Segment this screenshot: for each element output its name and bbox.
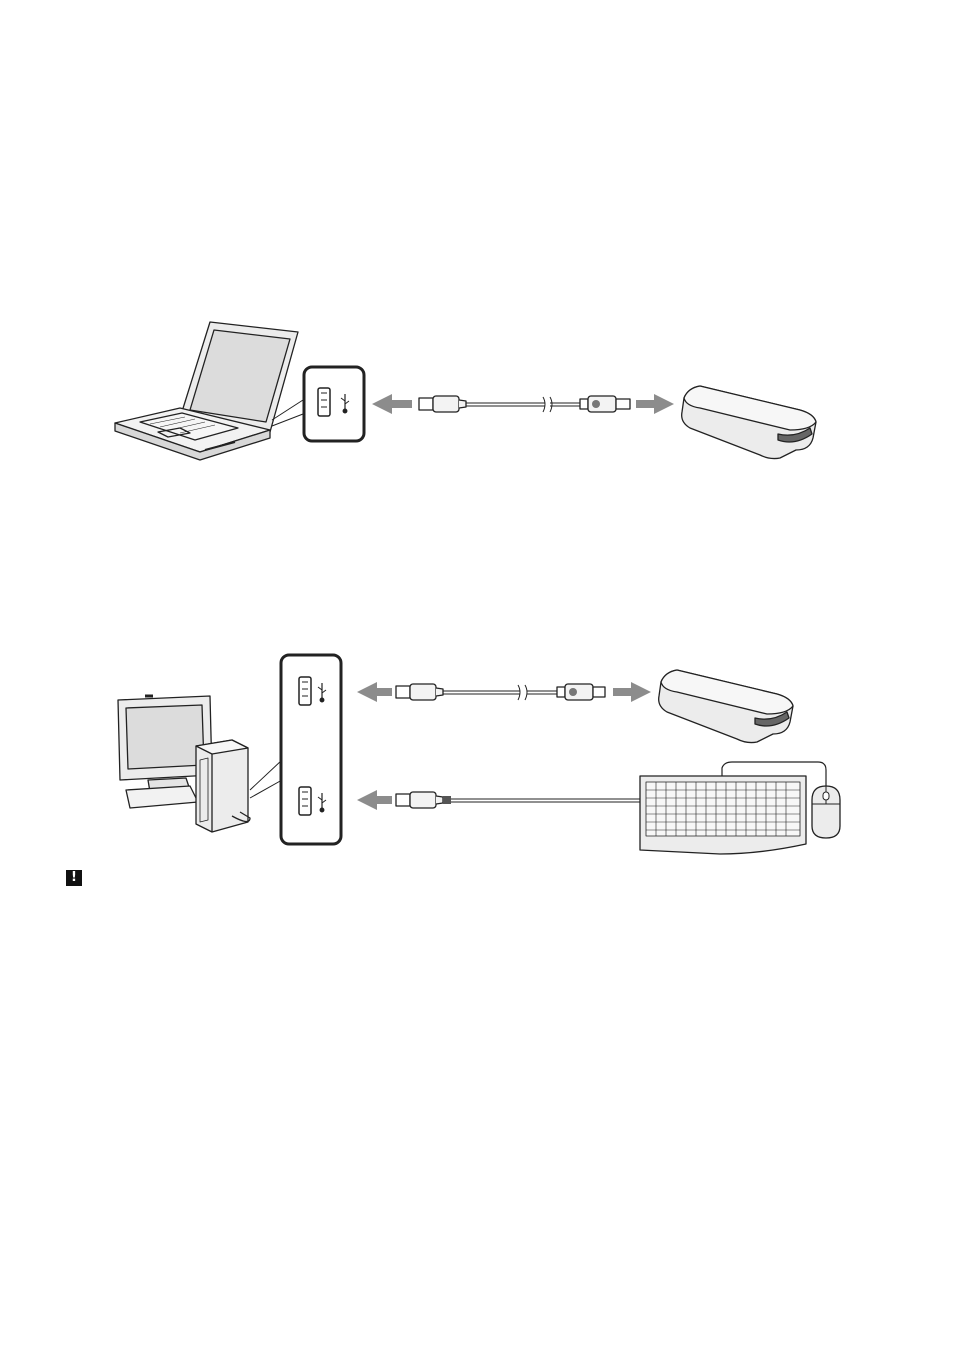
laptop-illustration	[115, 322, 298, 460]
usb-a-plug-illustration	[419, 396, 466, 412]
usb-a-plug-illustration	[396, 684, 443, 700]
card-reader-illustration	[659, 670, 793, 743]
usb-mini-plug-illustration	[580, 396, 630, 412]
usb-symbol-icon	[341, 394, 349, 413]
port-pointer-line	[250, 760, 282, 798]
insert-arrow-left-icon	[372, 394, 412, 414]
usb-cable-line	[443, 691, 557, 694]
insert-arrow-left-icon	[357, 682, 392, 702]
usb-symbol-icon	[318, 793, 326, 812]
usb-a-plug-illustration	[396, 792, 451, 808]
usb-port-1	[299, 677, 326, 705]
mouse-illustration	[812, 786, 840, 838]
usb-mini-plug-illustration	[557, 684, 605, 700]
laptop-connection-figure	[0, 300, 954, 480]
desktop-connection-figure	[0, 640, 954, 865]
usb-port-2	[299, 787, 326, 815]
usb-ports-callout	[281, 655, 341, 844]
usb-port-callout	[304, 367, 364, 441]
usb-cable-line	[466, 403, 580, 406]
insert-arrow-right-icon	[636, 394, 674, 414]
insert-arrow-left-icon	[357, 790, 392, 810]
card-reader-illustration	[682, 386, 816, 459]
keyboard-cable-line	[451, 799, 640, 802]
caution-icon: !	[66, 870, 82, 886]
usb-symbol-icon	[318, 683, 326, 702]
insert-arrow-right-icon	[613, 682, 651, 702]
desktop-tower-illustration	[196, 740, 250, 832]
keyboard-illustration	[640, 762, 826, 854]
